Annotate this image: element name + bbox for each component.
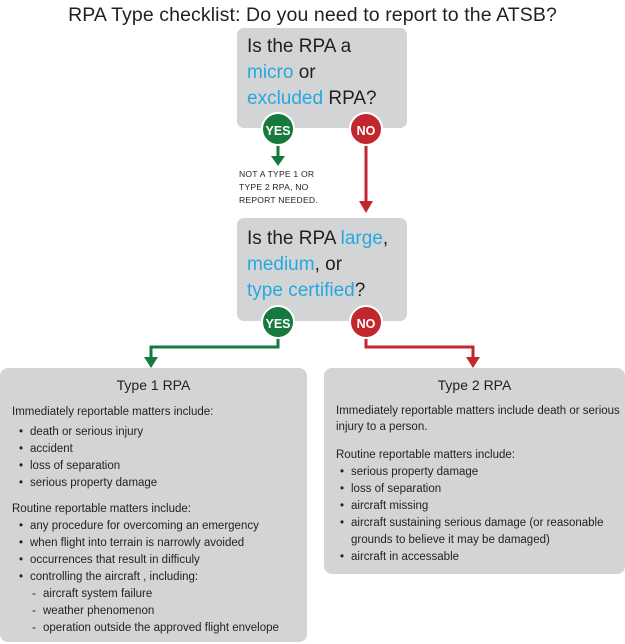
list-item: occurrences that result in difficuly xyxy=(19,552,259,569)
q1-micro: micro xyxy=(247,62,294,83)
q2-qmark: ? xyxy=(354,280,366,301)
question-1-text: Is the RPA a micro or excluded RPA? xyxy=(247,34,407,112)
q2-no-arrow-line xyxy=(364,338,475,359)
type2-panel: Type 2 RPA Immediately reportable matter… xyxy=(324,368,625,574)
type1-title: Type 1 RPA xyxy=(116,377,191,393)
list-item: operation outside the approved flight en… xyxy=(32,620,279,637)
q1-or: or xyxy=(293,62,316,83)
question-2-box xyxy=(237,218,407,321)
q1-no-arrowhead xyxy=(359,201,373,213)
type1-routine-heading: Routine reportable matters include: xyxy=(12,503,191,515)
type2-routine-list: serious property damage loss of separati… xyxy=(340,464,622,566)
q2-no-arrowhead xyxy=(466,357,480,368)
q1-yes-arrowhead xyxy=(271,156,285,166)
note-line-1: NOT A TYPE 1 OR xyxy=(239,169,315,179)
q2-large: large xyxy=(340,228,383,249)
q1-no-badge: NO xyxy=(349,112,383,146)
q2-medium: medium xyxy=(247,254,315,275)
q2-or: , or xyxy=(314,254,343,275)
type1-immediate-heading: Immediately reportable matters include: xyxy=(12,406,214,418)
type1-sub-list: aircraft system failure weather phenomen… xyxy=(32,586,279,637)
q2-type-certified: type certified xyxy=(247,280,355,301)
list-item: loss of separation xyxy=(340,481,622,498)
list-item: loss of separation xyxy=(19,458,157,475)
type1-routine-list: any procedure for overcoming an emergenc… xyxy=(19,518,259,586)
page-title: RPA Type checklist: Do you need to repor… xyxy=(68,4,557,26)
list-item: when flight into terrain is narrowly avo… xyxy=(19,535,259,552)
list-item: aircraft sustaining serious damage (or r… xyxy=(340,515,622,549)
note-line-2: TYPE 2 RPA, NO xyxy=(239,182,309,192)
question-1-box xyxy=(237,28,407,128)
type2-routine-heading: Routine reportable matters include: xyxy=(336,449,515,461)
q2-comma: , xyxy=(382,228,389,249)
q1-excluded: excluded xyxy=(247,88,324,109)
list-item: weather phenomenon xyxy=(32,603,279,620)
q1-yes-badge: YES xyxy=(261,112,295,146)
type2-title: Type 2 RPA xyxy=(437,377,512,393)
list-item: any procedure for overcoming an emergenc… xyxy=(19,518,259,535)
list-item: death or serious injury xyxy=(19,424,157,441)
note-line-3: REPORT NEEDED. xyxy=(239,195,318,205)
question-2-text: Is the RPA large, medium, or type certif… xyxy=(247,226,407,304)
list-item: aircraft in accessable xyxy=(340,549,622,566)
q2-yes-arrow-line xyxy=(149,338,280,359)
list-item: accident xyxy=(19,441,157,458)
q2-yes-badge: YES xyxy=(261,305,295,339)
q1-line1: Is the RPA a xyxy=(247,36,352,57)
type2-immediate-text: Immediately reportable matters include d… xyxy=(336,405,620,433)
q2-no-badge: NO xyxy=(349,305,383,339)
q2-line1: Is the RPA xyxy=(247,228,341,249)
q1-rpa: RPA? xyxy=(323,88,377,109)
type1-immediate-list: death or serious injury accident loss of… xyxy=(19,424,157,492)
no-report-note: NOT A TYPE 1 OR TYPE 2 RPA, NO REPORT NE… xyxy=(239,168,335,207)
list-item: serious property damage xyxy=(340,464,622,481)
list-item: aircraft system failure xyxy=(32,586,279,603)
list-item: serious property damage xyxy=(19,475,157,492)
list-item: aircraft missing xyxy=(340,498,622,515)
type1-panel: Type 1 RPA Immediately reportable matter… xyxy=(0,368,307,642)
list-item: controlling the aircraft , including: xyxy=(19,569,259,586)
q2-yes-arrowhead xyxy=(144,357,158,368)
